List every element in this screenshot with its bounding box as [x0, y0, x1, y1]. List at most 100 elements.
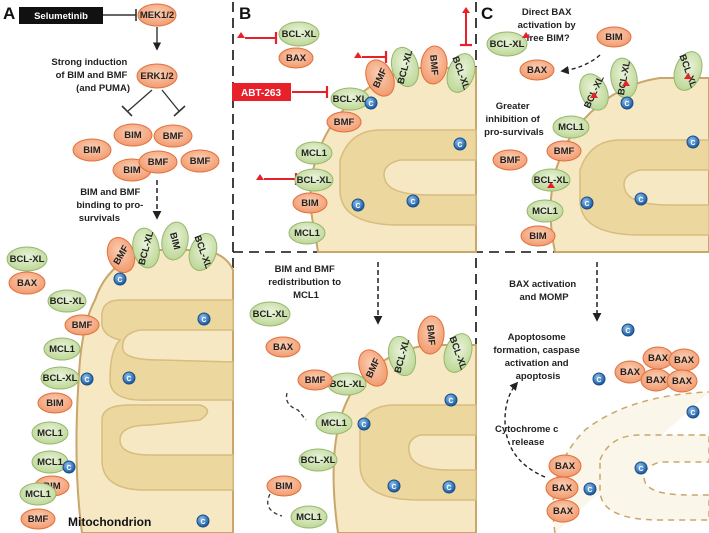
c-top-proteins: BCL-XL BCL-XL BCL-XL MCL1 BMF BCL-XL MCL…: [520, 51, 703, 247]
svg-text:BMF: BMF: [554, 146, 575, 157]
panel-b-top: BCL-XL BAX ABT-263 BMF BCL-XL BMF BCL-XL: [232, 7, 477, 253]
mek-node: [137, 3, 177, 27]
bim-bmf-cluster: BIM BIM BMF BIM BMF BMF: [72, 123, 220, 182]
erk-branch-left-bar: [121, 105, 133, 117]
a-mcl1-4: MCL1: [25, 489, 52, 500]
c-free-bax-label: BAX: [527, 65, 548, 76]
erk-label: ERK1/2: [140, 71, 173, 82]
abt-263-label: ABT-263: [241, 88, 281, 99]
crista-c-top: [579, 139, 709, 236]
a-bclxl-2: BCL-XL: [43, 373, 78, 384]
svg-text:C: C: [126, 376, 131, 383]
c-free-bim: [596, 26, 632, 48]
svg-text:BMF: BMF: [334, 117, 355, 128]
svg-text:BCL-XL: BCL-XL: [301, 455, 336, 466]
svg-text:C: C: [84, 377, 89, 384]
crista-b-top: [339, 129, 477, 226]
panel-c-bottom: BAX activation and MOMP Apoptosome forma…: [493, 262, 709, 533]
a-bclxl-1: BCL-XL: [50, 296, 85, 307]
b-free-bclxl: [278, 21, 320, 47]
svg-text:BMF: BMF: [305, 375, 326, 386]
svg-text:C: C: [690, 410, 695, 417]
cluster-bmf-1: BMF: [163, 131, 184, 142]
a-top-bim: BIM: [167, 231, 182, 251]
free-bax-a: [8, 271, 46, 295]
svg-text:C: C: [391, 484, 396, 491]
cytochrome-dots-c-bottom: C C C C C: [583, 323, 700, 496]
membrane-proteins-a: BCL-XL BMF MCL1 BCL-XL BIM MCL1 MCL1 BIM: [31, 289, 100, 497]
svg-text:C: C: [410, 199, 415, 206]
a-mcl1-3: MCL1: [37, 457, 64, 468]
svg-text:MCL1: MCL1: [558, 122, 585, 133]
mitochondrion-label: Mitochondrion: [68, 515, 151, 529]
bim-to-bax-arrow: [560, 54, 601, 75]
b-bottom-free-bax-label: BAX: [273, 342, 294, 353]
b-free-bclxl-label: BCL-XL: [282, 29, 317, 40]
cluster-bmf-2: BMF: [148, 157, 169, 168]
svg-text:C: C: [625, 328, 630, 335]
a-bim-1: BIM: [46, 398, 64, 409]
b-bottom-free-bax: [265, 336, 301, 358]
abt-263-box: [232, 83, 291, 101]
svg-text:C: C: [368, 101, 373, 108]
svg-text:BCL-XL: BCL-XL: [297, 175, 332, 186]
c-free-bclxl: [486, 31, 528, 57]
panel-label-c: C: [481, 4, 493, 23]
cytochrome-dots-b-bottom: C C C C: [357, 393, 458, 494]
svg-text:BIM: BIM: [301, 198, 319, 209]
svg-text:C: C: [638, 466, 643, 473]
svg-text:BAX: BAX: [674, 355, 695, 366]
membrane-proteins-a-top: BMF BCL-XL BIM BCL-XL: [106, 221, 218, 273]
cytochrome-text: Cytochrome c release: [495, 424, 561, 448]
c-free-bim-label: BIM: [605, 32, 623, 43]
panel-label-a: A: [3, 4, 15, 23]
crista-b-bottom: [359, 404, 477, 501]
induction-text: Strong induction of BIM and BMF (and PUM…: [51, 57, 130, 94]
svg-text:BMF: BMF: [427, 54, 440, 76]
svg-text:C: C: [457, 142, 462, 149]
svg-text:BCL-XL: BCL-XL: [534, 175, 569, 186]
bax-pore-top: BAX BAX BAX BAX BAX: [614, 346, 700, 393]
c-free-bclxl-label: BCL-XL: [490, 39, 525, 50]
panel-c-top: Direct BAX activation by free BIM? BCL-X…: [484, 7, 709, 253]
svg-text:BAX: BAX: [552, 483, 573, 494]
svg-text:BIM: BIM: [275, 481, 293, 492]
svg-text:C: C: [690, 140, 695, 147]
c-free-bmf: [492, 149, 528, 171]
a-bmf-2: BMF: [28, 514, 49, 525]
svg-text:C: C: [624, 101, 629, 108]
svg-text:BAX: BAX: [555, 461, 576, 472]
bax-activation-text: BAX activation and MOMP: [509, 279, 579, 303]
direct-activation-text: Direct BAX activation by free BIM?: [518, 7, 579, 44]
svg-text:C: C: [355, 203, 360, 210]
crista-a-2: [101, 404, 234, 491]
cytochrome-dots-a: C C C C C C: [62, 272, 211, 528]
svg-text:BAX: BAX: [620, 367, 641, 378]
b-bottom-proteins: BMF BCL-XL BMF BCL-XL BCL-XL BMF MCL1 BC…: [266, 315, 473, 529]
apoptosome-text: Apoptosome formation, caspase activation…: [493, 332, 582, 382]
b-bottom-free-bclxl: [249, 301, 291, 327]
cluster-bmf-3: BMF: [190, 156, 211, 167]
svg-text:C: C: [446, 485, 451, 492]
svg-text:BAX: BAX: [646, 375, 667, 386]
panel-b-bottom: BIM and BMF redistribution to MCL1 BCL-X…: [249, 262, 477, 533]
b-free-bax: [278, 47, 314, 69]
svg-text:BIM: BIM: [529, 231, 547, 242]
erk-branch-right: [161, 89, 180, 112]
erk-branch-left: [127, 89, 153, 112]
svg-text:MCL1: MCL1: [296, 512, 323, 523]
b-free-bax-label: BAX: [286, 53, 307, 64]
svg-text:MCL1: MCL1: [294, 228, 321, 239]
cytochrome-dots-b-top: C C C C: [351, 96, 467, 212]
svg-text:C: C: [201, 317, 206, 324]
cluster-bim-1: BIM: [83, 145, 101, 156]
binding-text: BIM and BMF binding to pro- survivals: [76, 187, 146, 224]
svg-text:C: C: [117, 277, 122, 284]
free-bax-a-label: BAX: [17, 278, 38, 289]
cluster-bim-2: BIM: [124, 130, 142, 141]
svg-text:BAX: BAX: [648, 353, 669, 364]
erk-branch-right-bar: [173, 105, 186, 117]
greater-inhibition-text: Greater inhibition of pro-survivals: [484, 101, 544, 138]
svg-text:C: C: [587, 487, 592, 494]
svg-text:BAX: BAX: [553, 506, 574, 517]
